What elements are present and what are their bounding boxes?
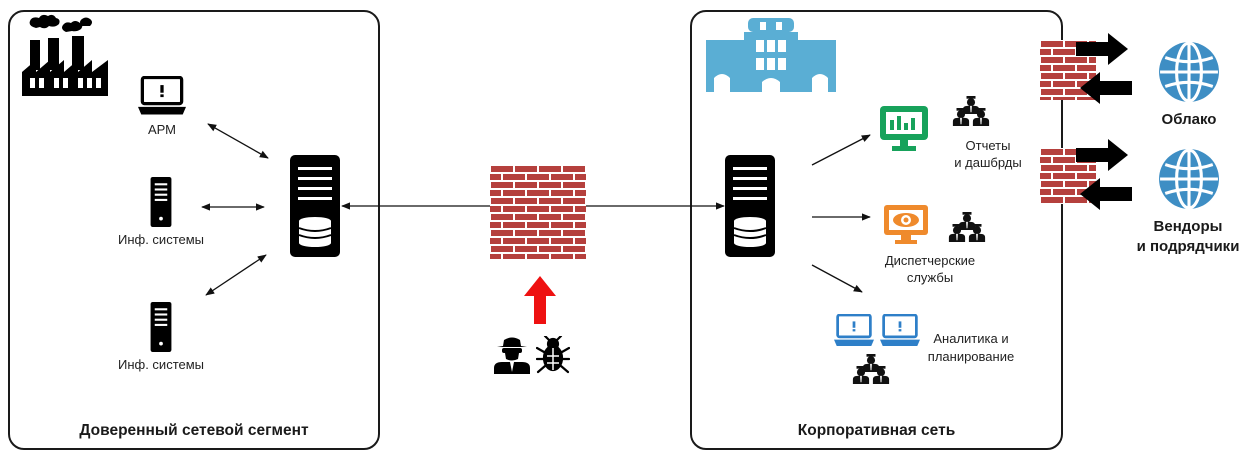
arrow-out-cloud: [1076, 33, 1128, 65]
globe-icon: [1158, 41, 1220, 103]
dispatch-monitor-icon: [884, 205, 928, 244]
workstation-label: АРМ: [147, 122, 177, 137]
dashboard-monitor-icon: [880, 106, 928, 151]
arrow-out-vendors: [1076, 139, 1128, 171]
link-to-reports: [811, 134, 871, 166]
corporate-network-frame: Корпоративная сеть: [690, 10, 1063, 450]
info-system-2-label: Инф. системы: [117, 357, 205, 372]
arrow-in-cloud: [1080, 72, 1132, 104]
dispatch-label: Диспетчерские службы: [884, 253, 976, 285]
link-workstation-server: [207, 123, 269, 159]
cloud-label: Облако: [1161, 111, 1217, 128]
vendors-label: Вендоры и подрядчики: [1136, 218, 1240, 255]
threat-arrow-icon: [524, 276, 556, 324]
link-infosys2-server: [205, 254, 267, 296]
factory-icon: [22, 14, 108, 96]
bug-icon: [536, 336, 570, 374]
trusted-segment-frame: Доверенный сетевой сегмент: [8, 10, 380, 450]
firewall-icon: [490, 165, 586, 259]
hacker-icon: [494, 337, 530, 374]
analytics-label: Аналитика и планирование: [927, 331, 1015, 364]
arrow-in-vendors: [1080, 178, 1132, 210]
globe-icon: [1158, 148, 1220, 210]
building-icon: [706, 18, 836, 92]
info-system-1-label: Инф. системы: [117, 232, 205, 247]
corporate-network-title: Корпоративная сеть: [797, 422, 956, 439]
trusted-segment-title: Доверенный сетевой сегмент: [79, 422, 309, 439]
reports-label: Отчеты и дашбрды: [954, 138, 1022, 170]
link-to-analytics: [811, 264, 863, 293]
